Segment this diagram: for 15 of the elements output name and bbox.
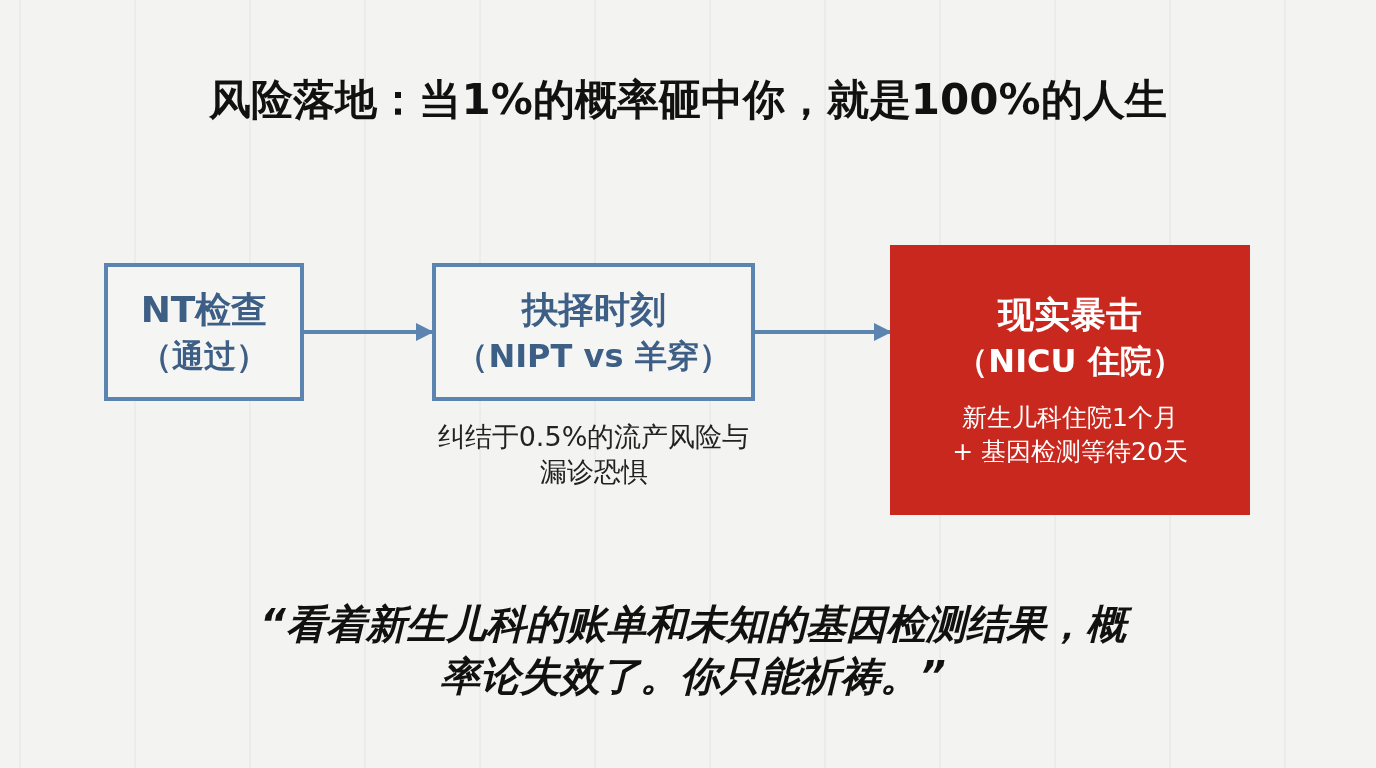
alert-box	[890, 245, 1250, 515]
arrow	[755, 323, 892, 341]
node-title: NT检查	[140, 288, 268, 333]
node-title: 现实暴击	[998, 293, 1142, 338]
node-title: 抉择时刻	[521, 288, 666, 333]
node-subtitle: （NIPT vs 羊穿）	[456, 335, 731, 377]
title: 风险落地：当1%的概率砸中你，就是100%的人生	[208, 74, 1168, 126]
process-box	[104, 263, 304, 401]
node-subtitle: （NICU 住院）	[956, 340, 1184, 382]
arrow	[304, 323, 434, 341]
note-text: 纠结于0.5%的流产风险与漏诊恐惧	[436, 420, 751, 490]
node-detail: 新生儿科住院1个月	[962, 402, 1178, 435]
node-detail: + 基因检测等待20天	[952, 435, 1188, 468]
node-subtitle: （通过）	[140, 335, 268, 377]
process-box	[432, 263, 755, 401]
